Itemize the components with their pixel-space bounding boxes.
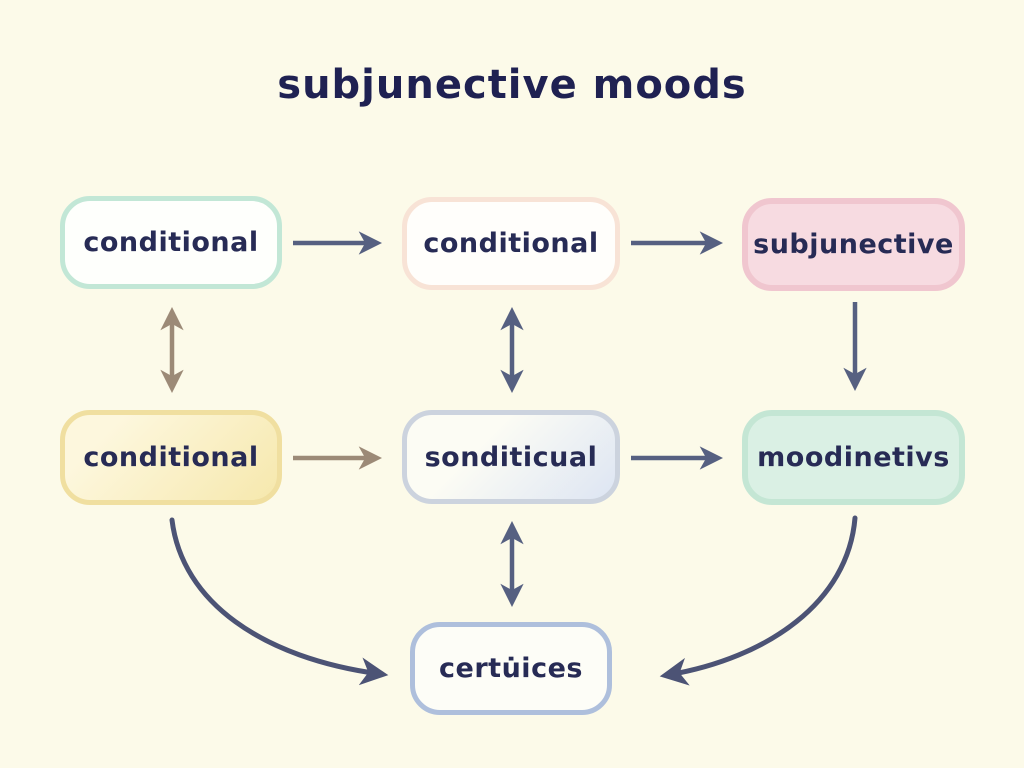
node-label: conditional [423,228,599,259]
node-label: sonditicual [424,441,598,473]
node-sonditicual-middle-center[interactable]: sonditicual [402,410,620,504]
node-conditional-top-left[interactable]: conditional [60,196,282,289]
node-label: certu̇ices [439,653,583,684]
node-moodinetivs-middle-right[interactable]: moodinetivs [742,410,965,505]
node-label: conditional [83,227,259,258]
node-conditional-top-center[interactable]: conditional [402,197,620,290]
node-label: conditional [83,442,259,473]
diagram-title: subjunective moods [277,62,747,108]
node-label: subjunective [753,229,954,260]
node-subjunective-top-right[interactable]: subjunective [742,198,965,291]
node-certuices-bottom-center[interactable]: certu̇ices [410,622,612,715]
node-conditional-middle-left[interactable]: conditional [60,410,282,505]
arrow-r2c3-to-r3c2-curved [659,515,858,686]
node-label: moodinetivs [757,442,950,473]
arrow-r2c1-to-r3c2-curved [169,517,389,686]
